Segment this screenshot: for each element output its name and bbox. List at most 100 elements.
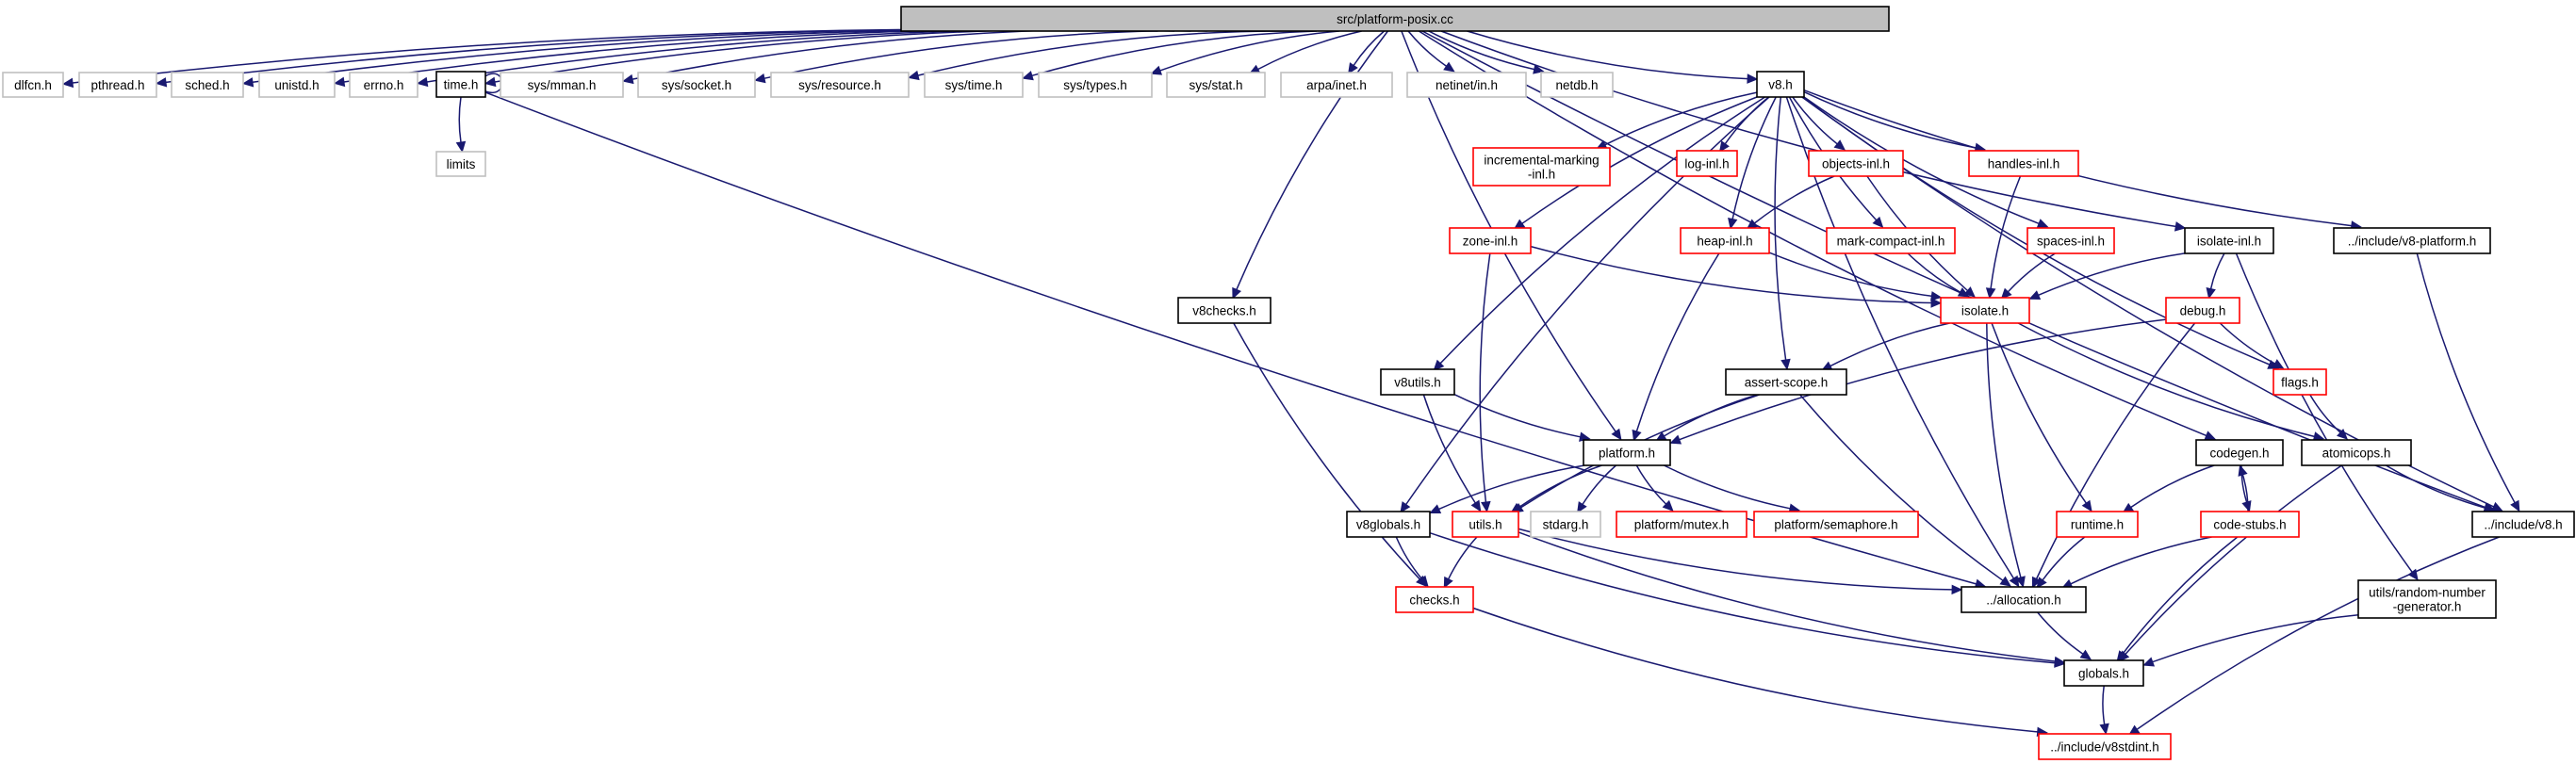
node-box bbox=[435, 71, 486, 98]
node-includev8[interactable]: ../include/v8.h bbox=[2471, 511, 2575, 538]
edge-utils-to-checks bbox=[1443, 536, 1478, 589]
node-assertscope[interactable]: assert-scope.h bbox=[1725, 368, 1847, 396]
edge-objectsinl-to-heapinl bbox=[1746, 175, 1835, 230]
node-label: zone-inl.h bbox=[1463, 235, 1518, 249]
edge-spacesinl-to-isolate bbox=[2000, 252, 2056, 300]
node-globals[interactable]: globals.h bbox=[2063, 659, 2144, 687]
edge-zoneinl-to-utils bbox=[1479, 252, 1491, 513]
edges-layer bbox=[61, 27, 2520, 738]
node-label: v8utils.h bbox=[1394, 376, 1441, 390]
node-handlesinl[interactable]: handles-inl.h bbox=[1968, 150, 2079, 177]
node-login[interactable]: log-inl.h bbox=[1676, 150, 1738, 177]
node-errno: errno.h bbox=[349, 72, 418, 98]
node-box bbox=[637, 72, 756, 98]
edge-isolate-to-runtime bbox=[1991, 322, 2092, 512]
node-box bbox=[924, 72, 1024, 98]
node-box bbox=[2038, 733, 2172, 760]
node-objectsinl[interactable]: objects-inl.h bbox=[1808, 150, 1904, 177]
node-label: isolate-inl.h bbox=[2197, 235, 2261, 249]
node-v8[interactable]: v8.h bbox=[1756, 71, 1805, 98]
edge-codestubs-to-globals bbox=[2116, 536, 2239, 662]
node-v8checks[interactable]: v8checks.h bbox=[1177, 297, 1272, 324]
node-box bbox=[1449, 227, 1532, 254]
node-label: stdarg.h bbox=[1543, 518, 1589, 532]
node-label: v8globals.h bbox=[1356, 518, 1420, 532]
node-label: time.h bbox=[444, 78, 479, 92]
node-v8platform[interactable]: ../include/v8-platform.h bbox=[2333, 227, 2491, 254]
node-zoneinl[interactable]: zone-inl.h bbox=[1449, 227, 1532, 254]
node-box bbox=[1753, 511, 1919, 538]
node-label: v8.h bbox=[1768, 78, 1793, 92]
edge-platform-to-stdarg bbox=[1577, 464, 1616, 513]
edge-utils-to-globals bbox=[1518, 531, 2066, 667]
edge-runtime-to-allocation bbox=[2036, 536, 2086, 589]
node-utils[interactable]: utils.h bbox=[1452, 511, 1519, 538]
node-v8globals[interactable]: v8globals.h bbox=[1346, 511, 1431, 538]
node-allocation[interactable]: ../allocation.h bbox=[1961, 586, 2087, 613]
node-label: sys/types.h bbox=[1063, 78, 1127, 92]
node-label: runtime.h bbox=[2071, 518, 2124, 532]
edge-root-to-v8checks bbox=[1232, 30, 1388, 300]
edge-platform-to-mutex bbox=[1635, 464, 1674, 512]
node-flags[interactable]: flags.h bbox=[2272, 368, 2327, 396]
node-debug[interactable]: debug.h bbox=[2165, 297, 2240, 324]
node-label: arpa/inet.h bbox=[1306, 78, 1367, 92]
edge-debug-to-allocation bbox=[2031, 322, 2196, 589]
edge-assertscope-to-platform bbox=[1654, 394, 1758, 442]
node-v8stdint[interactable]: ../include/v8stdint.h bbox=[2038, 733, 2172, 760]
node-label: sched.h bbox=[185, 78, 229, 92]
node-checks[interactable]: checks.h bbox=[1395, 586, 1474, 613]
node-heapinl[interactable]: heap-inl.h bbox=[1680, 227, 1770, 254]
node-box bbox=[1166, 72, 1266, 98]
node-spacesinl[interactable]: spaces-inl.h bbox=[2026, 227, 2115, 254]
node-rng[interactable]: utils/random-number-generator.h bbox=[2357, 579, 2497, 619]
node-incmark[interactable]: incremental-marking-inl.h bbox=[1472, 147, 1611, 187]
node-socket: sys/socket.h bbox=[637, 72, 756, 98]
node-v8utils[interactable]: v8utils.h bbox=[1380, 368, 1455, 396]
node-platform[interactable]: platform.h bbox=[1583, 439, 1671, 466]
edge-time-to-limits bbox=[455, 96, 467, 154]
node-runtime[interactable]: runtime.h bbox=[2056, 511, 2139, 538]
node-label: pthread.h bbox=[90, 78, 144, 92]
node-netin: netinet/in.h bbox=[1406, 72, 1527, 98]
node-systime: sys/time.h bbox=[924, 72, 1024, 98]
edge-v8globals-to-checks bbox=[1395, 536, 1429, 588]
edge-isolate-to-allocation bbox=[1986, 322, 2026, 588]
node-mutex[interactable]: platform/mutex.h bbox=[1616, 511, 1747, 538]
node-label: spaces-inl.h bbox=[2037, 235, 2105, 249]
node-codestubs[interactable]: code-stubs.h bbox=[2200, 511, 2300, 538]
edge-debug-to-flags bbox=[2219, 322, 2285, 369]
node-label: v8checks.h bbox=[1192, 304, 1256, 318]
node-box bbox=[2184, 227, 2274, 254]
node-label: sys/time.h bbox=[945, 78, 1003, 92]
node-isolateinl[interactable]: isolate-inl.h bbox=[2184, 227, 2274, 254]
node-atomicops[interactable]: atomicops.h bbox=[2301, 439, 2412, 466]
node-isolate[interactable]: isolate.h bbox=[1940, 297, 2030, 324]
node-semaphore[interactable]: platform/semaphore.h bbox=[1753, 511, 1919, 538]
node-label: sys/stat.h bbox=[1189, 78, 1242, 92]
node-box bbox=[1756, 71, 1805, 98]
node-dlfcn: dlfcn.h bbox=[2, 72, 64, 98]
node-markcompact[interactable]: mark-compact-inl.h bbox=[1826, 227, 1956, 254]
edge-markcompact-to-isolate bbox=[1907, 252, 1970, 298]
edge-codestubs-to-allocation bbox=[2060, 536, 2212, 589]
node-label: mark-compact-inl.h bbox=[1837, 235, 1945, 249]
node-label: atomicops.h bbox=[2322, 447, 2391, 461]
node-mman: sys/mman.h bbox=[500, 72, 624, 98]
node-box bbox=[171, 72, 244, 98]
node-label: utils/random-number bbox=[2369, 586, 2486, 600]
node-codegen[interactable]: codegen.h bbox=[2195, 439, 2284, 466]
node-box bbox=[2063, 659, 2144, 687]
node-limits: limits bbox=[435, 151, 486, 177]
edge-time-to-allocation bbox=[484, 91, 1987, 589]
edge-v8platform-to-includev8 bbox=[2416, 252, 2520, 512]
node-box bbox=[2, 72, 64, 98]
node-label: assert-scope.h bbox=[1745, 376, 1829, 390]
node-label: incremental-marking bbox=[1484, 154, 1599, 168]
edge-v8utils-to-utils bbox=[1422, 394, 1482, 512]
node-box bbox=[1530, 511, 1601, 538]
node-label: -inl.h bbox=[1528, 168, 1555, 182]
node-box bbox=[1406, 72, 1527, 98]
node-time[interactable]: time.h bbox=[435, 71, 486, 98]
node-box bbox=[1676, 150, 1738, 177]
